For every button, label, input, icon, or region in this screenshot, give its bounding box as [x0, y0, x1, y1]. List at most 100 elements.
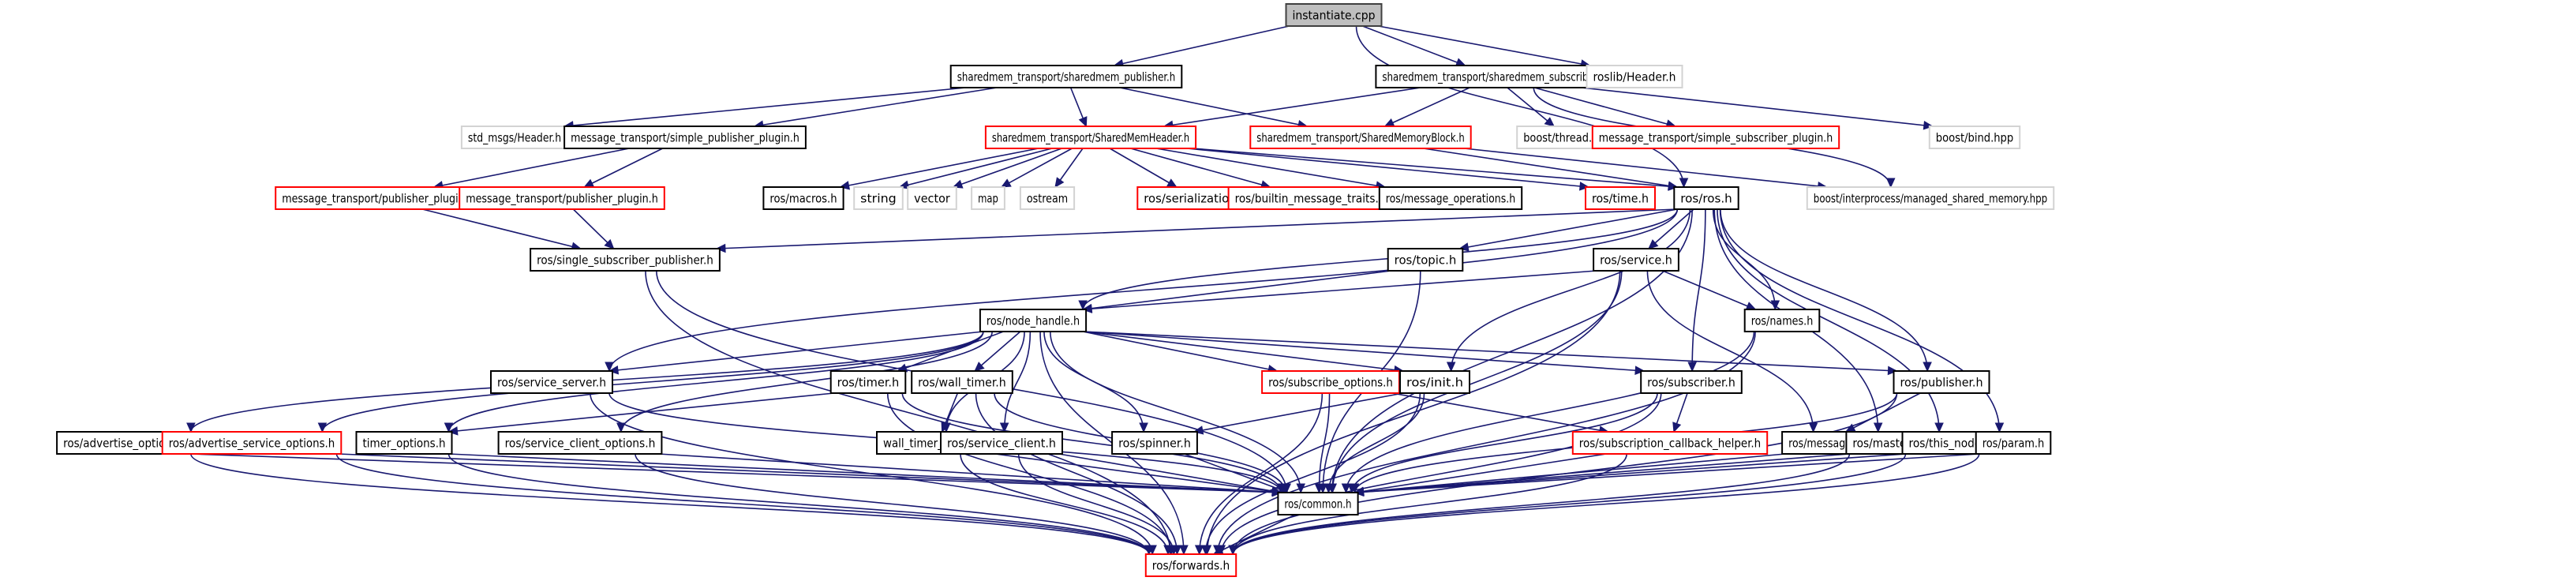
node-box[interactable]	[911, 370, 1013, 394]
node-box[interactable]	[940, 431, 1063, 455]
node-box[interactable]	[1111, 431, 1198, 455]
node-box[interactable]	[1019, 186, 1076, 210]
node-box[interactable]	[1893, 370, 1990, 394]
node-box[interactable]	[1285, 3, 1383, 27]
arrowhead-icon	[1446, 362, 1456, 373]
node-std-msgs-header[interactable]: std_msgs/Header.h	[460, 126, 569, 149]
node-roslib-header[interactable]: roslib/Header.h	[1586, 65, 1683, 88]
node-timer-options[interactable]: timer_options.h	[355, 431, 453, 455]
node-box[interactable]	[1586, 65, 1683, 88]
node-common[interactable]: ros/common.h	[1277, 492, 1359, 515]
node-box[interactable]	[1227, 186, 1393, 210]
node-names[interactable]: ros/names.h	[1743, 309, 1821, 332]
node-subscribe-options[interactable]: ros/subscribe_options.h	[1261, 370, 1400, 394]
node-msg-ops[interactable]: ros/message_operations.h	[1378, 186, 1523, 210]
node-box[interactable]	[459, 186, 665, 210]
node-box[interactable]	[530, 248, 721, 272]
node-map[interactable]: map	[971, 186, 1005, 210]
node-service-server[interactable]: ros/service_server.h	[490, 370, 613, 394]
node-service[interactable]: ros/service.h	[1593, 248, 1679, 272]
node-box[interactable]	[829, 370, 907, 394]
arrowhead-icon	[1296, 483, 1305, 494]
node-init[interactable]: ros/init.h	[1399, 370, 1470, 394]
node-forwards[interactable]: ros/forwards.h	[1144, 553, 1237, 577]
node-box[interactable]	[355, 431, 453, 455]
edge-sm-pub-to-simple-pub-plugin	[754, 87, 998, 127]
node-box[interactable]	[1399, 370, 1470, 394]
node-box[interactable]	[1387, 248, 1464, 272]
node-simple-pub-plugin[interactable]: message_transport/simple_publisher_plugi…	[564, 126, 807, 149]
node-pub-plugin-1[interactable]: message_transport/publisher_plugin.h	[275, 186, 481, 210]
arrowhead-icon	[1578, 182, 1590, 191]
node-pub-plugin-2[interactable]: message_transport/publisher_plugin.h	[459, 186, 665, 210]
node-vector[interactable]: vector	[907, 186, 957, 210]
node-box[interactable]	[564, 126, 807, 149]
node-instantiate[interactable]: instantiate.cpp	[1285, 3, 1383, 27]
node-box[interactable]	[1249, 126, 1472, 149]
edge-node-handle-to-publisher	[1083, 331, 1897, 372]
node-box[interactable]	[497, 431, 663, 455]
node-label: ros/service.h	[1600, 253, 1672, 268]
node-shm-block[interactable]: sharedmem_transport/SharedMemoryBlock.h	[1249, 126, 1472, 149]
node-macros[interactable]: ros/macros.h	[762, 186, 844, 210]
node-box[interactable]	[949, 65, 1183, 88]
node-service-client-options[interactable]: ros/service_client_options.h	[497, 431, 663, 455]
node-box[interactable]	[1375, 65, 1613, 88]
node-timer[interactable]: ros/timer.h	[829, 370, 907, 394]
node-time[interactable]: ros/time.h	[1585, 186, 1656, 210]
node-box[interactable]	[1975, 431, 2052, 455]
node-wall-timer[interactable]: ros/wall_timer.h	[911, 370, 1013, 394]
node-string[interactable]: string	[853, 186, 904, 210]
node-box[interactable]	[1144, 553, 1237, 577]
node-box[interactable]	[979, 309, 1088, 332]
node-box[interactable]	[1593, 248, 1679, 272]
edge-common-to-forwards	[1213, 514, 1296, 555]
node-sm-sub[interactable]: sharedmem_transport/sharedmem_subscriber…	[1375, 65, 1613, 88]
edge-shm-header-to-macros	[840, 148, 1039, 188]
edge-node-handle-to-subscriber	[1083, 331, 1645, 372]
node-managed-shm[interactable]: boost/interprocess/managed_shared_memory…	[1806, 186, 2055, 210]
edge-ros-to-publisher	[1720, 208, 1928, 372]
node-advertise-service-options[interactable]: ros/advertise_service_options.h	[161, 431, 343, 455]
node-box[interactable]	[853, 186, 904, 210]
node-label: ros/serialization.h	[1144, 192, 1247, 206]
arrowhead-icon	[1934, 422, 1944, 433]
node-subscriber[interactable]: ros/subscriber.h	[1640, 370, 1743, 394]
node-box[interactable]	[1673, 186, 1739, 210]
node-box[interactable]	[490, 370, 613, 394]
node-box[interactable]	[275, 186, 481, 210]
node-service-client[interactable]: ros/service_client.h	[940, 431, 1063, 455]
node-boost-bind[interactable]: boost/bind.hpp	[1928, 126, 2021, 149]
node-sub-cb-helper[interactable]: ros/subscription_callback_helper.h	[1571, 431, 1769, 455]
node-single-sub-pub[interactable]: ros/single_subscriber_publisher.h	[530, 248, 721, 272]
node-box[interactable]	[1640, 370, 1743, 394]
edge-sm-sub-to-boost-bind	[1581, 87, 1933, 127]
node-box[interactable]	[971, 186, 1005, 210]
node-box[interactable]	[1277, 492, 1359, 515]
node-box[interactable]	[907, 186, 957, 210]
node-box[interactable]	[1743, 309, 1821, 332]
node-box[interactable]	[1378, 186, 1523, 210]
node-simple-sub-plugin[interactable]: message_transport/simple_subscriber_plug…	[1591, 126, 1840, 149]
node-box[interactable]	[762, 186, 844, 210]
node-box[interactable]	[460, 126, 569, 149]
node-ros[interactable]: ros/ros.h	[1673, 186, 1739, 210]
node-box[interactable]	[984, 126, 1197, 149]
node-shm-header[interactable]: sharedmem_transport/SharedMemHeader.h	[984, 126, 1197, 149]
node-builtin-traits[interactable]: ros/builtin_message_traits.h	[1227, 186, 1393, 210]
node-box[interactable]	[1585, 186, 1656, 210]
arrowhead-icon	[1383, 118, 1395, 127]
node-box[interactable]	[1261, 370, 1400, 394]
node-spinner[interactable]: ros/spinner.h	[1111, 431, 1198, 455]
node-box[interactable]	[1928, 126, 2021, 149]
node-box[interactable]	[1591, 126, 1840, 149]
node-box[interactable]	[161, 431, 343, 455]
node-node-handle[interactable]: ros/node_handle.h	[979, 309, 1088, 332]
node-topic[interactable]: ros/topic.h	[1387, 248, 1464, 272]
node-param[interactable]: ros/param.h	[1975, 431, 2052, 455]
node-publisher[interactable]: ros/publisher.h	[1893, 370, 1990, 394]
node-sm-pub[interactable]: sharedmem_transport/sharedmem_publisher.…	[949, 65, 1183, 88]
node-box[interactable]	[1806, 186, 2055, 210]
node-box[interactable]	[1571, 431, 1769, 455]
node-ostream[interactable]: ostream	[1019, 186, 1076, 210]
